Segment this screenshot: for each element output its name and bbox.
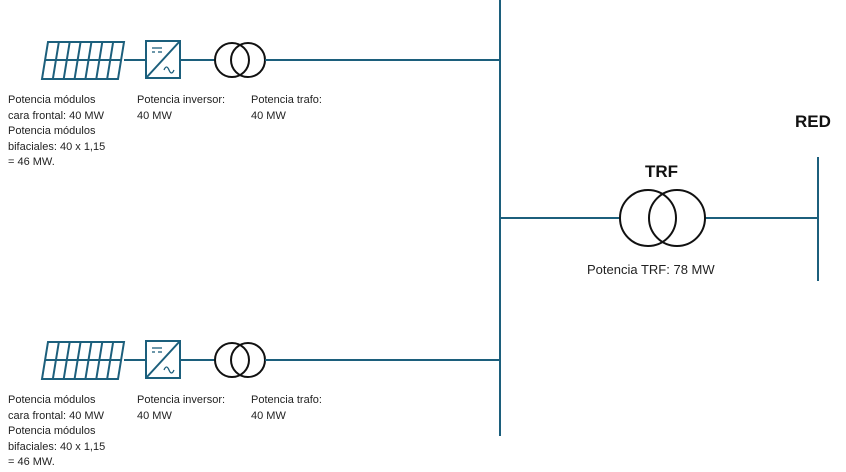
- trafo-power-label: Potencia trafo:: [251, 94, 322, 106]
- modules-power-label: bifaciales: 40 x 1,15: [8, 440, 106, 453]
- inverter-icon: [145, 340, 181, 379]
- modules-power-label: Potencia módulos: [8, 94, 96, 106]
- modules-power-label: Potencia módulos: [8, 125, 96, 137]
- grid-title: RED: [795, 112, 831, 131]
- inverter-power-label: 40 MW: [137, 109, 172, 122]
- trafo-power-label: 40 MW: [251, 409, 286, 422]
- inverter-power-label: 40 MW: [137, 409, 172, 422]
- solar-panel-icon: [40, 41, 126, 80]
- trafo-power-label: Potencia trafo:: [251, 394, 322, 406]
- modules-power-label: cara frontal: 40 MW: [8, 109, 104, 122]
- branch-1: [40, 40, 500, 80]
- inverter-power-label: Potencia inversor:: [137, 94, 226, 106]
- transformer-icon: [214, 342, 266, 378]
- trf-title: TRF: [645, 162, 679, 181]
- inverter-icon: [145, 40, 181, 79]
- trf-power-label: Potencia TRF: 78 MW: [587, 262, 715, 277]
- modules-power-label: Potencia módulos: [8, 425, 96, 437]
- solar-panel-icon: [40, 341, 126, 380]
- branch-2: [40, 340, 500, 380]
- trf-transformer-icon: [619, 189, 706, 247]
- modules-power-label: bifaciales: 40 x 1,15: [8, 140, 106, 153]
- transformer-icon: [214, 42, 266, 78]
- modules-power-label: cara frontal: 40 MW: [8, 409, 104, 422]
- modules-power-label: = 46 MW.: [8, 156, 55, 168]
- modules-power-label: = 46 MW.: [8, 456, 55, 468]
- trafo-power-label: 40 MW: [251, 109, 286, 122]
- inverter-power-label: Potencia inversor:: [137, 394, 226, 406]
- modules-power-label: Potencia módulos: [8, 394, 96, 406]
